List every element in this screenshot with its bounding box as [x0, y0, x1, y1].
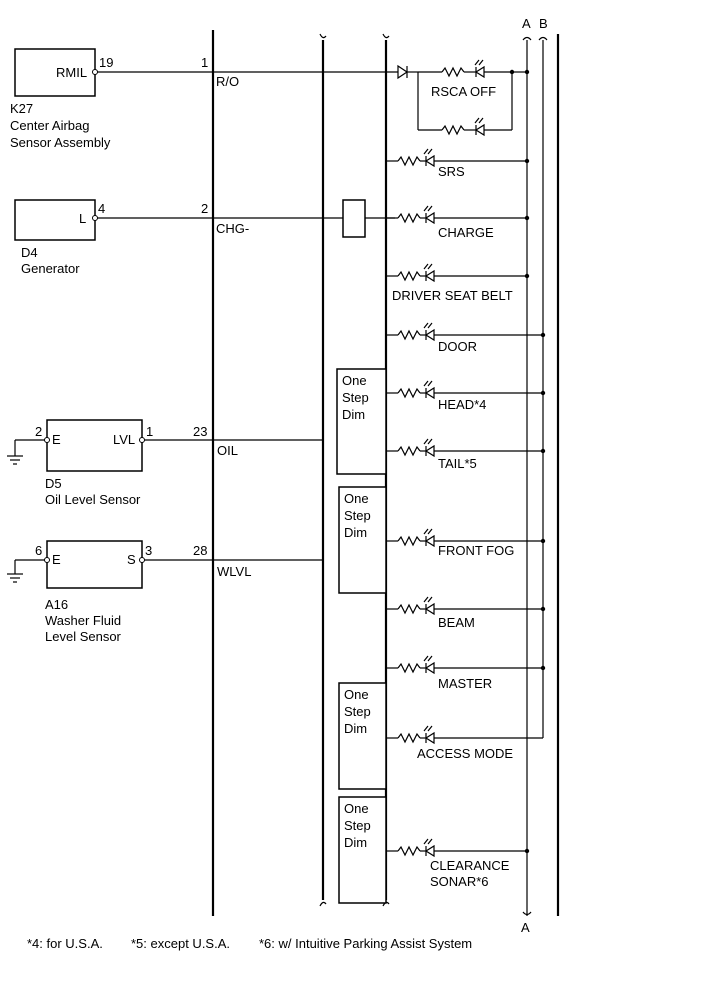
one-step-dim-box-2: One Step Dim	[338, 486, 387, 594]
indicator-label-front-fog: FRONT FOG	[438, 543, 514, 558]
dim-label-line1: One	[344, 687, 369, 702]
indicator-row-srs: SRS	[386, 148, 530, 179]
indicator-row-beam: BEAM	[386, 596, 546, 630]
dim-label-line1: One	[342, 373, 367, 388]
d5-name-line1: Oil Level Sensor	[45, 492, 141, 507]
d5-terminal-lvl-label: LVL	[113, 432, 135, 447]
k27-name-line2: Sensor Assembly	[10, 135, 111, 150]
indicator-label-clearance-sonar-6-line2: SONAR*6	[430, 874, 489, 889]
rsca-lamp-lower	[418, 117, 512, 137]
d4-code: D4	[21, 245, 38, 260]
indicator-label-driver-seat-belt: DRIVER SEAT BELT	[392, 288, 513, 303]
indicator-label-srs: SRS	[438, 164, 465, 179]
k27-terminal-label: RMIL	[56, 65, 87, 80]
indicator-label-head-4: HEAD*4	[438, 397, 486, 412]
indicator-label-charge: CHARGE	[438, 225, 494, 240]
d4-name-line1: Generator	[21, 261, 80, 276]
dim-label-line2: Step	[344, 704, 371, 719]
meter-pin-23-signal: OIL	[217, 443, 238, 458]
meter-pin-28-signal: WLVL	[217, 564, 251, 579]
indicator-label-access-mode: ACCESS MODE	[417, 746, 513, 761]
dim-label-line2: Step	[344, 818, 371, 833]
one-step-dim-box-4: One Step Dim	[338, 796, 387, 904]
indicator-label-rsca-off: RSCA OFF	[431, 84, 496, 99]
dim-label-line2: Step	[342, 390, 369, 405]
a16-pin-e-marker	[44, 557, 50, 563]
a16-terminal-e-label: E	[52, 552, 61, 567]
dim-label-line1: One	[344, 801, 369, 816]
a16-pin-s-number: 3	[145, 543, 152, 558]
indicator-row-access-mode: ACCESS MODE	[386, 725, 543, 761]
a16-terminal-s-label: S	[127, 552, 136, 567]
meter-pin-2-number: 2	[201, 201, 208, 216]
meter-pin-28-number: 28	[193, 543, 207, 558]
d5-pin-lvl-number: 1	[146, 424, 153, 439]
k27-code: K27	[10, 101, 33, 116]
one-step-dim-box-1: One Step Dim	[336, 368, 387, 475]
indicator-row-front-fog: FRONT FOG	[386, 528, 546, 558]
rsca-junction-2	[524, 69, 530, 75]
d5-ground-icon	[7, 440, 23, 465]
dim-label-line3: Dim	[342, 407, 365, 422]
dim-label-line3: Dim	[344, 835, 367, 850]
a16-pin-e-number: 6	[35, 543, 42, 558]
indicator-row-tail-5: TAIL*5	[386, 438, 546, 471]
bus-break-bottom	[522, 911, 532, 916]
rsca-diode	[397, 64, 409, 80]
a16-name-line1: Washer Fluid	[45, 613, 121, 628]
d4-pin-marker	[92, 215, 98, 221]
d5-pin-e-number: 2	[35, 424, 42, 439]
bus-a-top-label: A	[522, 16, 531, 31]
charge-driver-box	[342, 199, 366, 238]
d5-pin-e-marker	[44, 437, 50, 443]
dim-label-line3: Dim	[344, 721, 367, 736]
k27-name-line1: Center Airbag	[10, 118, 90, 133]
d5-code: D5	[45, 476, 62, 491]
d4-terminal-label: L	[79, 211, 86, 226]
dim-label-line2: Step	[344, 508, 371, 523]
a16-component-box	[46, 540, 143, 589]
a16-code: A16	[45, 597, 68, 612]
bus-break-top	[522, 36, 548, 41]
a16-pin-s-marker	[139, 557, 145, 563]
indicator-label-tail-5: TAIL*5	[438, 456, 477, 471]
rsca-lamp-upper	[418, 59, 512, 79]
k27-pin-marker	[92, 69, 98, 75]
indicator-label-master: MASTER	[438, 676, 492, 691]
dim-label-line3: Dim	[344, 525, 367, 540]
a16-ground-icon	[7, 560, 23, 583]
indicator-label-door: DOOR	[438, 339, 477, 354]
footnote-6: *6: w/ Intuitive Parking Assist System	[259, 936, 472, 951]
indicator-row-master: MASTER	[386, 655, 546, 691]
indicator-row-driver-seat-belt: DRIVER SEAT BELT	[386, 263, 530, 303]
bus-b-top-label: B	[539, 16, 548, 31]
meter-pin-23-number: 23	[193, 424, 207, 439]
indicator-row-charge: CHARGE	[386, 205, 530, 240]
d5-component-box	[46, 419, 143, 472]
footnote-5: *5: except U.S.A.	[131, 936, 230, 951]
dim-label-line1: One	[344, 491, 369, 506]
indicator-row-door: DOOR	[386, 322, 546, 354]
d5-pin-lvl-marker	[139, 437, 145, 443]
footnote-4: *4: for U.S.A.	[27, 936, 103, 951]
meter-pin-2-signal: CHG-	[216, 221, 249, 236]
indicator-label-beam: BEAM	[438, 615, 475, 630]
meter-pin-1-number: 1	[201, 55, 208, 70]
one-step-dim-box-3: One Step Dim	[338, 682, 387, 790]
meter-break-top	[319, 33, 390, 39]
d5-terminal-e-label: E	[52, 432, 61, 447]
bus-a-bottom-label: A	[521, 920, 530, 935]
k27-pin-number: 19	[99, 55, 113, 70]
a16-name-line2: Level Sensor	[45, 629, 122, 644]
indicator-row-head-4: HEAD*4	[386, 380, 546, 412]
indicator-rows: SRS CHARGE DRIVER SEAT BELT DOOR HEAD*4TAIL*…	[386, 148, 546, 889]
d4-pin-number: 4	[98, 201, 105, 216]
indicator-label-clearance-sonar-6-line1: CLEARANCE	[430, 858, 510, 873]
meter-pin-1-signal: R/O	[216, 74, 239, 89]
